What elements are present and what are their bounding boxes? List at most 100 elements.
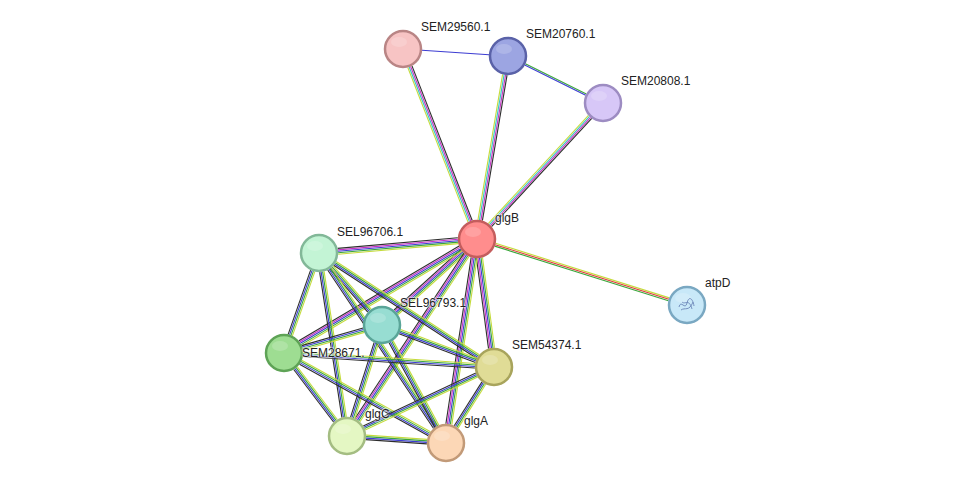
edge-strand — [366, 440, 427, 444]
edge-strand — [365, 376, 478, 429]
edge-strand — [450, 258, 475, 424]
protein-label: glgB — [495, 211, 519, 225]
edge-strand — [302, 329, 363, 347]
edge-strand — [288, 270, 310, 334]
interaction-edge — [366, 435, 427, 444]
edge-strand — [323, 272, 345, 417]
protein-node: glgA — [426, 423, 466, 463]
node-circle — [264, 333, 304, 373]
protein-label: atpD — [705, 276, 730, 290]
interaction-edge — [495, 243, 670, 300]
edge-strand — [294, 369, 334, 422]
interaction-edge — [525, 64, 587, 95]
node-circle — [488, 36, 528, 76]
node-circle — [426, 423, 466, 463]
protein-label: SEM20760.1 — [526, 27, 595, 41]
edge-strand — [408, 68, 468, 223]
node-circle — [457, 219, 497, 259]
edge-strand — [291, 271, 313, 335]
node-circle — [667, 285, 707, 325]
protein-node: SEL96793.1 — [362, 305, 402, 345]
edge-strand — [488, 115, 588, 223]
edge-strand — [400, 332, 476, 361]
interaction-edge — [477, 257, 495, 348]
edge-strand — [399, 334, 475, 363]
interaction-edge — [408, 66, 472, 222]
edge-strand — [478, 258, 490, 348]
interaction-edge — [422, 50, 489, 54]
edge-strand — [409, 67, 469, 222]
protein-label: SEM29560.1 — [421, 20, 490, 34]
edge-strand — [392, 341, 438, 426]
protein-node: SEM29560.1 — [383, 29, 423, 69]
edge-strand — [302, 360, 431, 432]
edge-strand — [479, 75, 504, 221]
protein-label: SEL96793.1 — [400, 296, 466, 310]
edge-strand — [411, 66, 471, 221]
interaction-edge — [300, 360, 431, 435]
interaction-edge — [288, 270, 315, 336]
edge-strand — [338, 244, 458, 255]
protein-node: SEM20760.1 — [488, 36, 528, 76]
protein-node: SEM28671. — [264, 333, 304, 373]
edge-strand — [480, 258, 492, 348]
edge-strand — [400, 331, 476, 360]
protein-label: SEM28671. — [302, 346, 365, 360]
edge-strand — [401, 330, 477, 359]
edge-strand — [496, 243, 670, 298]
edge-strand — [338, 242, 458, 253]
node-circle — [383, 29, 423, 69]
edge-strand — [495, 245, 669, 300]
node-circle — [583, 83, 623, 123]
protein-label: SEL96706.1 — [337, 225, 403, 239]
edge-strand — [495, 246, 669, 301]
edge-strand — [482, 75, 507, 221]
protein-node: atpD — [667, 285, 707, 325]
protein-label: glgC — [365, 407, 390, 421]
edge-strand — [525, 65, 586, 95]
edge-strand — [292, 272, 314, 336]
protein-node: SEL96706.1 — [299, 233, 339, 273]
edge-strand — [492, 118, 592, 226]
edge-strand — [338, 238, 458, 249]
protein-node: glgC — [327, 416, 367, 456]
edge-strand — [447, 258, 472, 424]
protein-node: SEM20808.1 — [583, 83, 623, 123]
node-circle — [362, 305, 402, 345]
node-circle — [474, 347, 514, 387]
edge-strand — [477, 258, 489, 348]
edge-strand — [338, 239, 458, 250]
interaction-edge — [399, 330, 477, 363]
interaction-edge — [338, 238, 459, 255]
edge-strand — [336, 261, 479, 354]
edge-strand — [365, 377, 478, 430]
interaction-edge — [294, 367, 338, 422]
edge-strand — [481, 75, 506, 221]
edge-strand — [321, 272, 343, 417]
edge-strand — [302, 328, 363, 346]
edge-strand — [489, 116, 589, 224]
edge-strand — [290, 271, 312, 335]
interaction-edge — [478, 74, 507, 220]
interaction-edge — [334, 261, 480, 358]
edge-strand — [320, 272, 342, 417]
edge-strand — [300, 363, 429, 435]
edge-strand — [525, 64, 586, 94]
protein-label: SEM20808.1 — [621, 74, 690, 88]
edge-strand — [478, 74, 503, 220]
protein-label: SEM54374.1 — [512, 338, 581, 352]
edge-strand — [335, 263, 478, 356]
edge-strand — [490, 117, 590, 225]
edge-strand — [338, 241, 458, 252]
edge-strand — [412, 66, 472, 221]
protein-node: SEM54374.1 — [474, 347, 514, 387]
node-circle — [299, 233, 339, 273]
interaction-edge — [488, 115, 591, 226]
protein-label: glgA — [464, 414, 488, 428]
edge-strand — [302, 331, 363, 349]
edge-strand — [301, 362, 430, 434]
edge-strand — [422, 50, 489, 54]
protein-node: glgB — [457, 219, 497, 259]
node-circle — [327, 416, 367, 456]
